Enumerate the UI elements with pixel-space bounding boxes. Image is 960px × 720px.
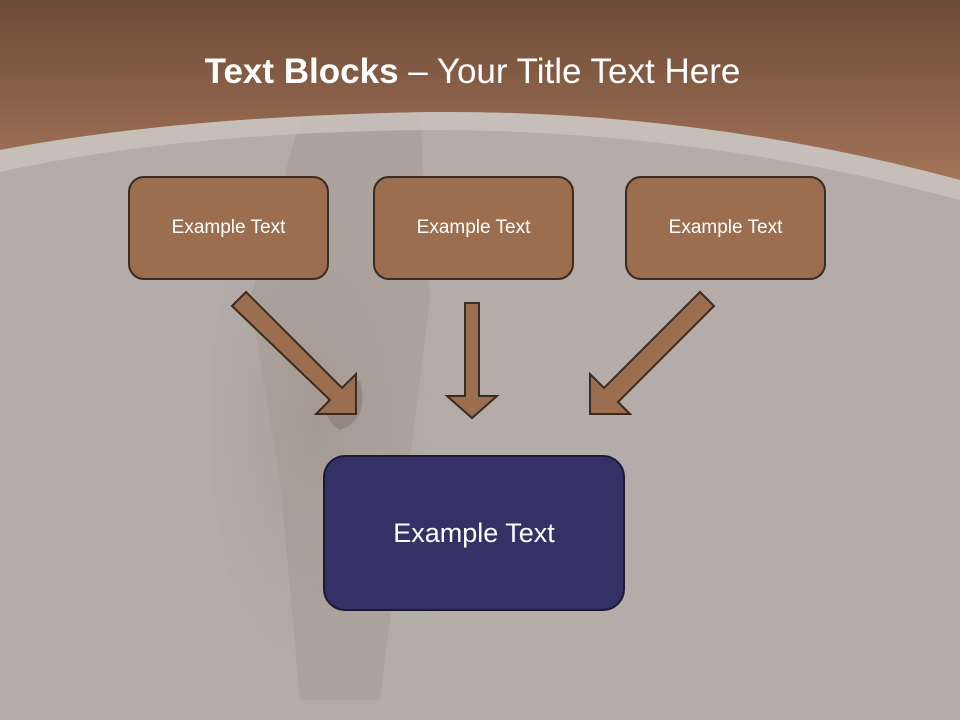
title-bold: Text Blocks bbox=[204, 52, 399, 91]
text-block-3-label: Example Text bbox=[668, 217, 783, 238]
text-block-2[interactable]: Example Text bbox=[373, 176, 574, 280]
text-block-2-label: Example Text bbox=[416, 217, 531, 238]
slide-title: Text Blocks – Your Title Text Here bbox=[0, 52, 945, 92]
main-text-block[interactable]: Example Text bbox=[323, 455, 625, 611]
text-block-1[interactable]: Example Text bbox=[128, 176, 329, 280]
main-text-block-label: Example Text bbox=[393, 517, 555, 548]
text-block-1-label: Example Text bbox=[171, 217, 286, 238]
title-rest: – Your Title Text Here bbox=[398, 52, 741, 91]
text-block-3[interactable]: Example Text bbox=[625, 176, 826, 280]
